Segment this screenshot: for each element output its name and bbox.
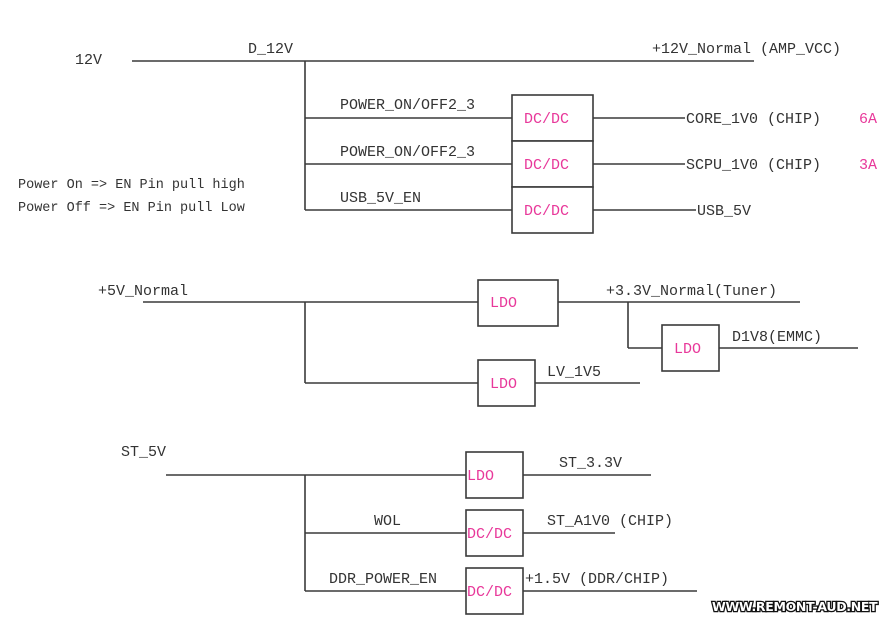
enable-label-wol: WOL — [374, 513, 401, 530]
ldo-label-3v3: LDO — [490, 295, 517, 312]
watermark: WWW.REMONT-AUD.NET — [712, 599, 878, 614]
dcdc-label-usb: DC/DC — [524, 203, 569, 220]
input-label-5v-normal: +5V_Normal — [98, 283, 188, 300]
ldo-label-st3v3: LDO — [467, 468, 494, 485]
input-label-12v: 12V — [75, 52, 102, 69]
dcdc-block-usb — [511, 186, 594, 234]
ldo-label-1v8: LDO — [674, 341, 701, 358]
ldo-block-1v8 — [661, 324, 720, 372]
output-label-scpu: SCPU_1V0 (CHIP) — [686, 157, 821, 174]
dcdc-label-sta1v0: DC/DC — [467, 526, 512, 543]
output-label-core: CORE_1V0 (CHIP) — [686, 111, 821, 128]
output-label-d1v8: D1V8(EMMC) — [732, 329, 822, 346]
enable-label-core: POWER_ON/OFF2_3 — [340, 97, 475, 114]
rail-label-d12v: D_12V — [248, 41, 293, 58]
output-label-lv1v5: LV_1V5 — [547, 364, 601, 381]
output-label-3v3-normal: +3.3V_Normal(Tuner) — [606, 283, 777, 300]
output-label-usb: USB_5V — [697, 203, 751, 220]
ldo-label-1v5: LDO — [490, 376, 517, 393]
output-label-1v5-ddr: +1.5V (DDR/CHIP) — [525, 571, 669, 588]
section-5v-normal: +5V_Normal LDO +3.3V_Normal(Tuner) LDO D… — [98, 279, 858, 407]
ldo-block-3v3 — [477, 279, 559, 327]
dcdc-label-scpu: DC/DC — [524, 157, 569, 174]
dcdc-block-sta1v0 — [465, 509, 524, 557]
current-rating-scpu: 3A — [859, 157, 877, 174]
enable-label-scpu: POWER_ON/OFF2_3 — [340, 144, 475, 161]
section-st-5v: ST_5V LDO ST_3.3V WOL DC/DC ST_A1V0 (CHI… — [121, 444, 697, 615]
output-label-st3v3: ST_3.3V — [559, 455, 622, 472]
note-power-on: Power On => EN Pin pull high — [18, 178, 245, 193]
output-label-sta1v0: ST_A1V0 (CHIP) — [547, 513, 673, 530]
enable-label-usb: USB_5V_EN — [340, 190, 421, 207]
section-12v: 12V D_12V +12V_Normal (AMP_VCC) Power On… — [18, 41, 877, 234]
dcdc-label-core: DC/DC — [524, 111, 569, 128]
enable-label-ddr: DDR_POWER_EN — [329, 571, 437, 588]
dcdc-label-1v5: DC/DC — [467, 584, 512, 601]
note-power-off: Power Off => EN Pin pull Low — [18, 201, 245, 216]
input-label-st5v: ST_5V — [121, 444, 166, 461]
current-rating-core: 6A — [859, 111, 877, 128]
output-label-12v-normal: +12V_Normal (AMP_VCC) — [652, 41, 841, 58]
ldo-block-1v5 — [477, 359, 536, 407]
dcdc-block-core — [511, 94, 594, 142]
